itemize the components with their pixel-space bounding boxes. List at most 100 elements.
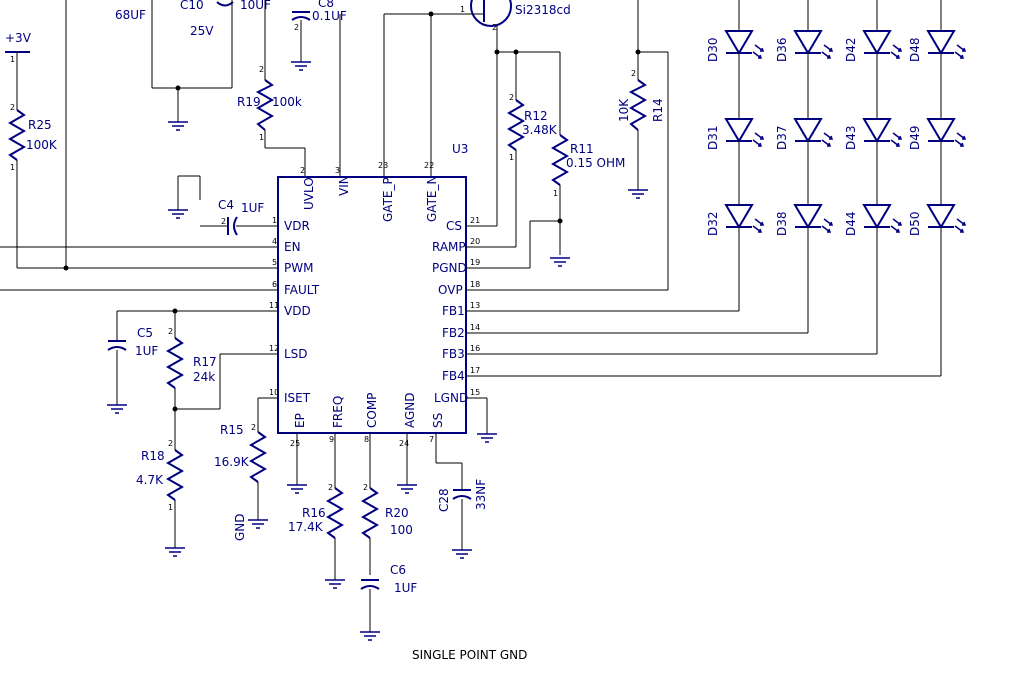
svg-text:D50: D50	[908, 211, 922, 236]
svg-text:5: 5	[272, 258, 277, 267]
svg-text:1: 1	[272, 216, 277, 225]
svg-text:1: 1	[553, 189, 558, 198]
resistor-r25	[7, 109, 27, 161]
r17-value: 24k	[193, 370, 215, 384]
svg-text:2: 2	[363, 483, 368, 492]
ground-r18	[164, 547, 186, 557]
svg-text:17: 17	[470, 366, 480, 375]
pin-fb4: FB4	[442, 369, 465, 383]
c28-ref: C28	[437, 488, 451, 512]
svg-text:11: 11	[269, 301, 279, 310]
led-d44	[863, 195, 902, 241]
r19-ref: R19	[237, 95, 261, 109]
svg-text:D44: D44	[844, 211, 858, 236]
r20-value: 100	[390, 523, 413, 537]
r16-ref: R16	[302, 506, 326, 520]
mosfet-label: Si2318cd	[515, 3, 571, 17]
supply-label: +3V	[5, 31, 32, 45]
pin-ep: EP	[293, 413, 307, 428]
pin-freq: FREQ	[331, 396, 345, 428]
c5-value: 1UF	[135, 344, 158, 358]
r25-value: 100K	[26, 138, 58, 152]
pin-iset: ISET	[284, 391, 311, 405]
svg-text:D31: D31	[706, 125, 720, 150]
pin-uvlo: UVLO	[302, 177, 316, 210]
svg-text:2: 2	[168, 439, 173, 448]
r17-ref: R17	[193, 355, 217, 369]
pin-fault: FAULT	[284, 283, 320, 297]
r12-value: 3.48K	[522, 123, 558, 137]
pin-fb3: FB3	[442, 347, 465, 361]
svg-text:D42: D42	[844, 37, 858, 62]
led-d38	[794, 195, 833, 241]
svg-text:2: 2	[221, 217, 226, 226]
svg-text:1: 1	[259, 133, 264, 142]
r11-value: 0.15 OHM	[566, 156, 625, 170]
ground-c8	[290, 61, 312, 71]
c8-value: 0.1UF	[312, 9, 347, 23]
svg-text:21: 21	[470, 216, 480, 225]
pin-vdd: VDD	[284, 304, 311, 318]
pin-fb1: FB1	[442, 304, 465, 318]
pin-vin: VIN	[337, 175, 351, 196]
svg-text:12: 12	[269, 344, 279, 353]
svg-text:1: 1	[10, 55, 15, 64]
c6-value: 1UF	[394, 581, 417, 595]
ic-right-pins: CS 21 RAMP 20 PGND 19 OVP 18 FB1 13 FB2 …	[432, 216, 480, 405]
pin-lgnd: LGND	[434, 391, 468, 405]
c8-ref: C8	[318, 0, 334, 10]
ic-top-pins: UVLO 2 VIN 3 GATE_P 23 GATE_N 22	[300, 161, 439, 222]
r12-ref: R12	[524, 109, 548, 123]
ground-ep	[286, 484, 308, 494]
svg-text:19: 19	[470, 258, 480, 267]
svg-text:1: 1	[509, 153, 514, 162]
led-d43	[863, 109, 902, 155]
svg-text:23: 23	[378, 161, 388, 170]
svg-text:6: 6	[272, 280, 277, 289]
svg-text:15: 15	[470, 388, 480, 397]
pin-lsd: LSD	[284, 347, 308, 361]
svg-text:D48: D48	[908, 37, 922, 62]
resistor-r14	[628, 79, 648, 131]
svg-text:24: 24	[399, 439, 409, 448]
c10-value: 10UF	[240, 0, 271, 12]
led-column-1: D30 D31 D32	[706, 0, 764, 311]
c4-value: 1UF	[241, 201, 264, 215]
ic-ref: U3	[452, 142, 468, 156]
svg-text:14: 14	[470, 323, 480, 332]
led-d31	[725, 109, 764, 155]
r18-ref: R18	[141, 449, 165, 463]
pin-cs: CS	[446, 219, 462, 233]
ground-c10	[167, 121, 189, 131]
r14-value: 10K	[617, 98, 631, 122]
footer-note: SINGLE POINT GND	[412, 648, 527, 662]
ground-lgnd	[476, 433, 498, 443]
r15-ref: R15	[220, 423, 244, 437]
pin-pwm: PWM	[284, 261, 313, 275]
svg-text:9: 9	[329, 435, 334, 444]
ground-agnd	[396, 484, 418, 494]
r18-value: 4.7K	[136, 473, 164, 487]
led-d48	[927, 21, 966, 67]
c4-ref: C4	[218, 198, 234, 212]
r19-value: 100k	[272, 95, 302, 109]
c28-value: 33NF	[474, 479, 488, 510]
ground-c6	[359, 631, 381, 641]
pin-gate-n: GATE_N	[425, 176, 439, 222]
svg-text:7: 7	[429, 435, 434, 444]
r25-ref: R25	[28, 118, 52, 132]
c5-ref: C5	[137, 326, 153, 340]
pin-agnd: AGND	[403, 392, 417, 428]
pin-ovp: OVP	[438, 283, 463, 297]
svg-text:D36: D36	[775, 37, 789, 62]
resistor-r19	[255, 79, 275, 131]
r14-ref: R14	[651, 98, 665, 122]
led-d37	[794, 109, 833, 155]
svg-text:1: 1	[460, 5, 465, 14]
ic-u3-body	[277, 176, 467, 434]
svg-text:2: 2	[259, 65, 264, 74]
svg-text:20: 20	[470, 237, 480, 246]
r15-value: 16.9K	[214, 455, 250, 469]
ground-r14	[627, 189, 649, 199]
pin-en: EN	[284, 240, 301, 254]
